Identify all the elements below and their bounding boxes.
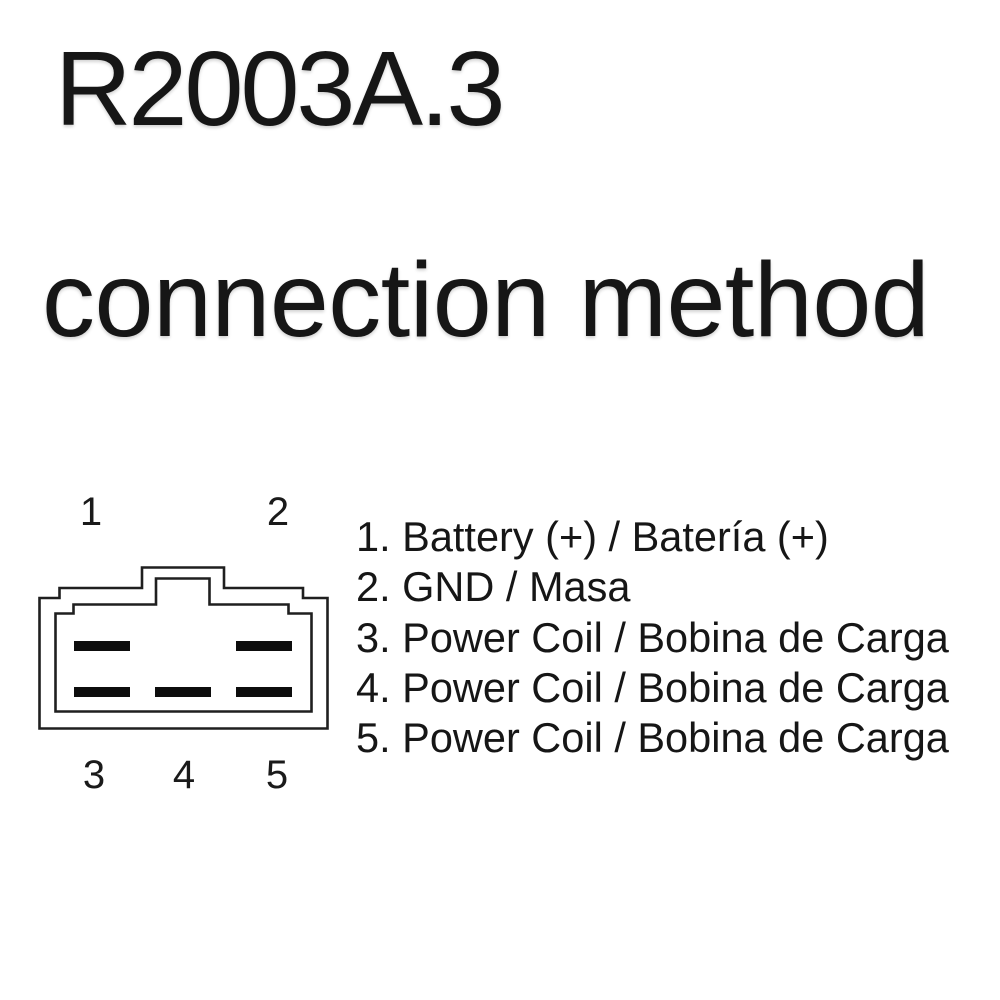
pin-slot-1 (74, 641, 130, 651)
legend-item-5: 5. Power Coil / Bobina de Carga (356, 714, 949, 762)
page-title: R2003A.3 (55, 30, 505, 148)
page-subtitle: connection method (42, 241, 930, 359)
pin-number-4: 4 (173, 753, 195, 797)
connector-inner-outline (54, 577, 313, 713)
pin-slot-4 (155, 687, 211, 697)
pin-number-3: 3 (83, 753, 105, 797)
pin-number-5: 5 (266, 753, 288, 797)
pin-slot-3 (74, 687, 130, 697)
legend-item-4: 4. Power Coil / Bobina de Carga (356, 663, 949, 711)
connector-diagram: 1 2 3 4 5 (38, 490, 329, 797)
pin-number-1: 1 (80, 490, 102, 534)
legend-item-2: 2. GND / Masa (356, 563, 631, 611)
pin-number-2: 2 (267, 490, 289, 534)
pin-slot-5 (236, 687, 292, 697)
legend-item-1: 1. Battery (+) / Batería (+) (356, 513, 829, 560)
legend-item-3: 3. Power Coil / Bobina de Carga (356, 613, 949, 661)
pin-slot-2 (236, 641, 292, 651)
pin-legend: 1. Battery (+) / Batería (+) 2. GND / Ma… (356, 512, 949, 763)
